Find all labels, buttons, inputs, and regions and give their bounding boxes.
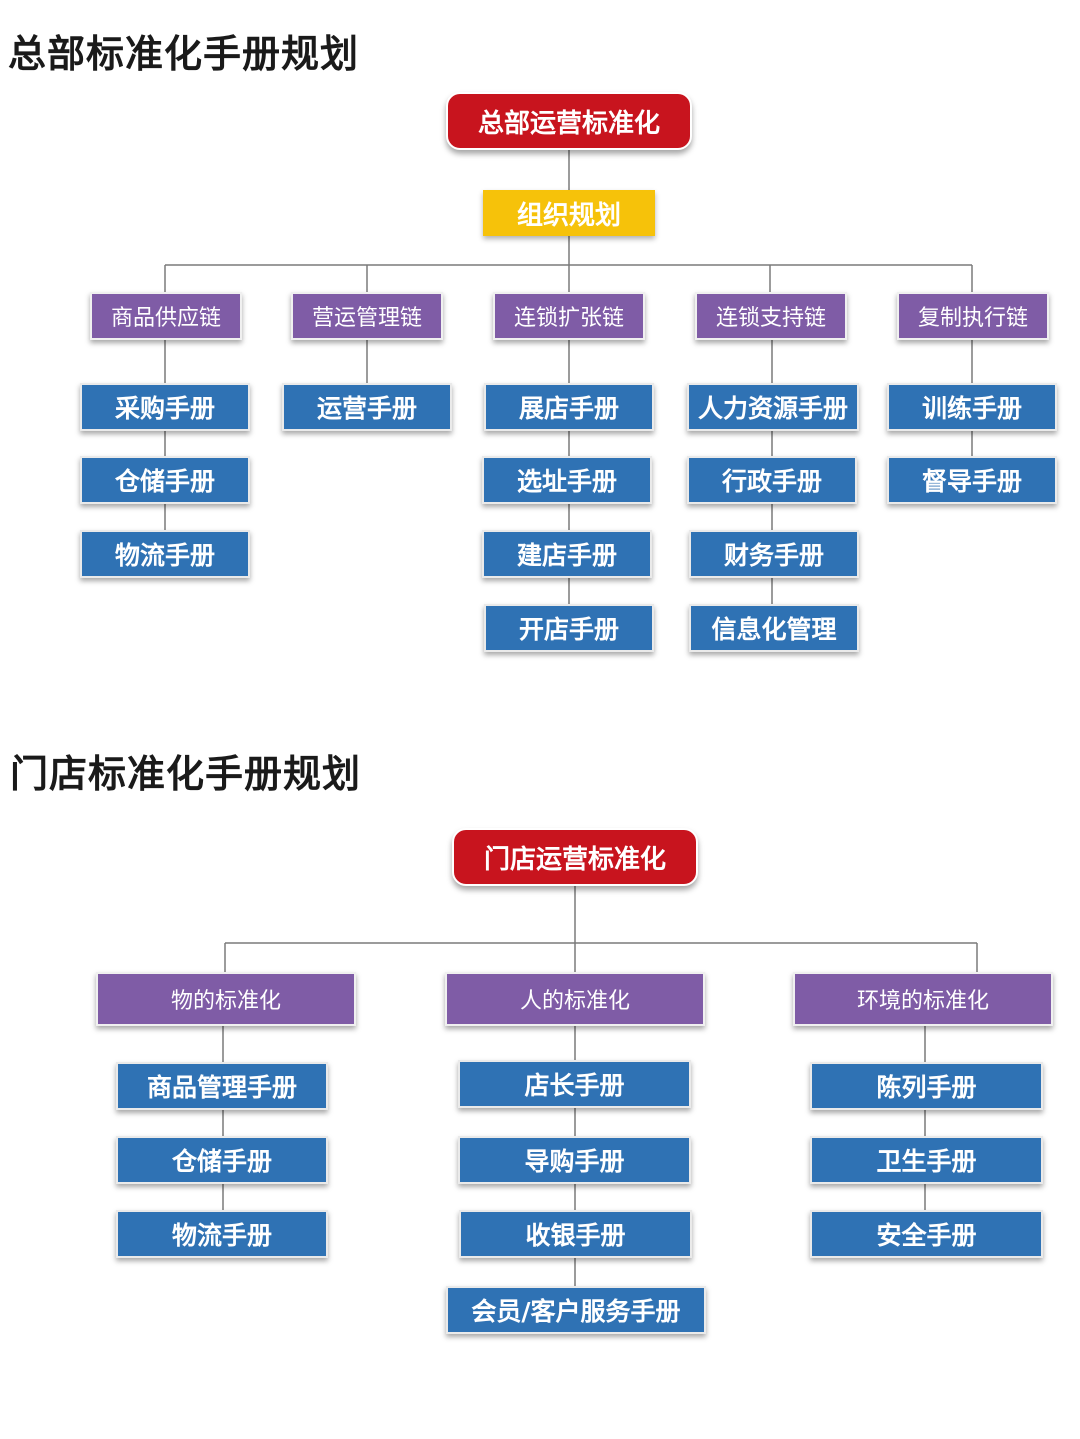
hq-manual-node: 信息化管理 xyxy=(689,604,859,652)
hq-manual-node: 开店手册 xyxy=(484,604,654,652)
hq-manual-node: 训练手册 xyxy=(887,383,1057,431)
store-manual-node: 仓储手册 xyxy=(116,1136,328,1184)
hq-chain-node: 营运管理链 xyxy=(291,292,443,340)
hq-manual-node: 物流手册 xyxy=(80,530,250,578)
hq-manual-node: 运营手册 xyxy=(282,383,452,431)
hq-manual-node: 行政手册 xyxy=(687,456,857,504)
store-root-node: 门店运营标准化 xyxy=(452,828,698,886)
store-manual-node: 收银手册 xyxy=(459,1210,692,1258)
hq-manual-node: 人力资源手册 xyxy=(687,383,859,431)
store-manual-node: 陈列手册 xyxy=(810,1062,1043,1110)
store-manual-node: 店长手册 xyxy=(458,1060,691,1108)
store-manual-node: 安全手册 xyxy=(810,1210,1043,1258)
hq-chain-node: 连锁扩张链 xyxy=(493,292,645,340)
store-manual-node: 物流手册 xyxy=(116,1210,328,1258)
store-section-title: 门店标准化手册规划 xyxy=(10,752,362,796)
hq-manual-node: 建店手册 xyxy=(482,530,652,578)
store-manual-node: 商品管理手册 xyxy=(116,1062,328,1110)
hq-manual-node: 督导手册 xyxy=(887,456,1057,504)
hq-manual-node: 采购手册 xyxy=(80,383,250,431)
hq-section-title: 总部标准化手册规划 xyxy=(8,32,360,76)
store-group-node: 物的标准化 xyxy=(96,972,356,1026)
store-manual-node: 导购手册 xyxy=(458,1136,691,1184)
hq-chain-node: 连锁支持链 xyxy=(695,292,847,340)
hq-manual-node: 财务手册 xyxy=(689,530,859,578)
hq-manual-node: 选址手册 xyxy=(482,456,652,504)
hq-root-node: 总部运营标准化 xyxy=(446,92,692,150)
store-manual-node: 会员/客户服务手册 xyxy=(446,1286,706,1334)
hq-org-planning-node: 组织规划 xyxy=(483,190,655,236)
store-group-node: 人的标准化 xyxy=(445,972,705,1026)
store-manual-node: 卫生手册 xyxy=(810,1136,1043,1184)
hq-chain-node: 复制执行链 xyxy=(897,292,1049,340)
hq-manual-node: 仓储手册 xyxy=(80,456,250,504)
store-group-node: 环境的标准化 xyxy=(793,972,1053,1026)
hq-manual-node: 展店手册 xyxy=(484,383,654,431)
hq-chain-node: 商品供应链 xyxy=(90,292,242,340)
